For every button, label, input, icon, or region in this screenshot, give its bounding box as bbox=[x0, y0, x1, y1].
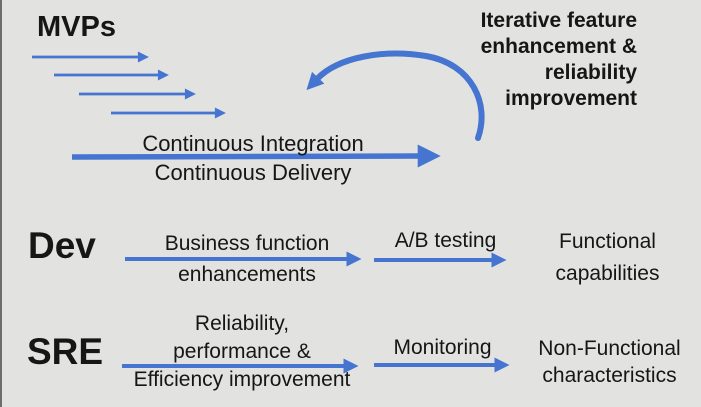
dev-stage2-label: A/B testing bbox=[394, 229, 497, 252]
iteration-loop-arrow bbox=[306, 50, 485, 141]
iteration-note: Iterative feature enhancement & reliabil… bbox=[480, 9, 637, 110]
left-edge-line bbox=[0, 0, 2, 407]
dev-stage1-label: Business function enhancements bbox=[164, 232, 330, 286]
cicd-label: Continuous Integration Continuous Delive… bbox=[142, 131, 364, 185]
dev-row-label: Dev bbox=[28, 225, 96, 266]
mvps-label: MVPs bbox=[37, 11, 116, 43]
sre-row-label: SRE bbox=[27, 331, 104, 372]
sre-stage2-label: Monitoring bbox=[393, 336, 492, 359]
dev-outcome-label: Functional capabilities bbox=[555, 230, 660, 285]
sre-outcome-label: Non-Functional characteristics bbox=[538, 337, 681, 387]
sre-stage1-label: Reliability, performance & Efficiency im… bbox=[133, 312, 351, 391]
